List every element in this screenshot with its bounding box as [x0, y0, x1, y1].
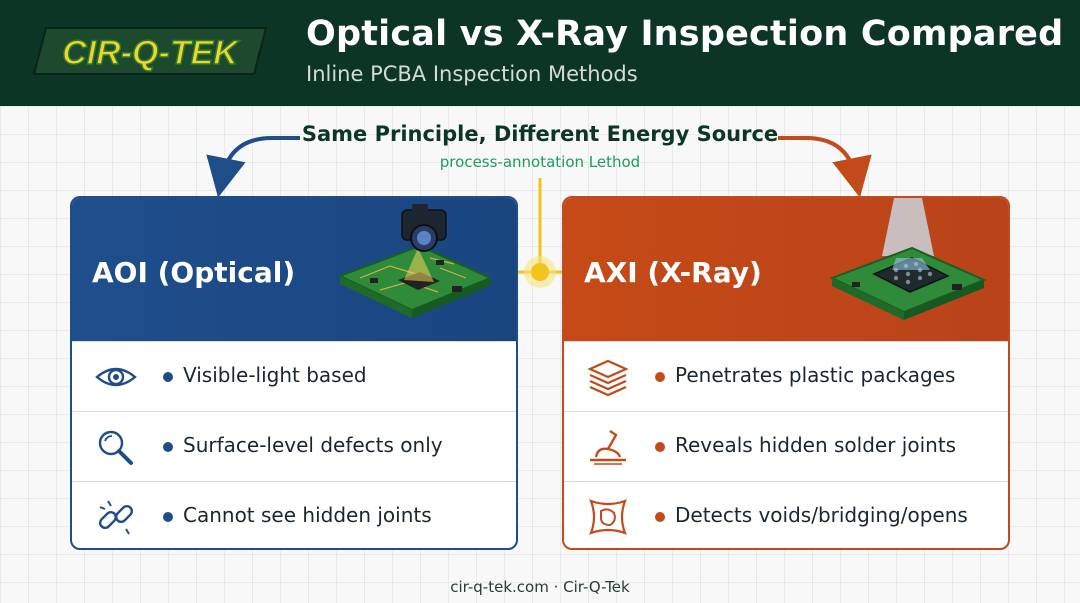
bullet-dot: [163, 372, 173, 382]
aoi-panel-header: AOI (Optical): [72, 198, 516, 341]
eye-icon: [95, 367, 137, 387]
aoi-panel-title: AOI (Optical): [92, 256, 296, 289]
axi-item-text: Penetrates plastic packages: [675, 363, 956, 387]
page-subtitle: Inline PCBA Inspection Methods: [306, 62, 638, 86]
axi-panel-header: AXI (X-Ray): [564, 198, 1008, 341]
aoi-row-3: Cannot see hidden joints: [72, 481, 516, 548]
footer-credit: cir-q-tek.com · Cir-Q-Tek: [450, 578, 630, 596]
aoi-item-text: Surface-level defects only: [183, 433, 443, 457]
aoi-panel: AOI (Optical) Visible-light based: [70, 196, 518, 550]
header-banner: CIR-Q-TEK Optical vs X-Ray Inspection Co…: [0, 0, 1080, 106]
pcb-camera-illustration: [337, 204, 493, 318]
svg-text:CIR-Q-TEK: CIR-Q-TEK: [62, 34, 240, 72]
solder-joint-icon: [590, 430, 626, 465]
aoi-row-1: Visible-light based: [72, 341, 516, 411]
bullet-dot: [655, 442, 665, 452]
bullet-dot: [655, 512, 665, 522]
process-annotation: process-annotation Lethod: [439, 153, 641, 171]
bullet-dot: [163, 442, 173, 452]
aoi-item-text: Cannot see hidden joints: [183, 503, 432, 527]
aoi-item-text: Visible-light based: [183, 363, 367, 387]
broken-link-icon: [98, 500, 134, 535]
pcb-xray-illustration: [829, 198, 987, 320]
axi-item-text: Reveals hidden solder joints: [675, 433, 957, 457]
principle-heading: Same Principle, Different Energy Source: [301, 122, 779, 146]
page-title: Optical vs X-Ray Inspection Compared: [306, 14, 1064, 54]
void-defect-icon: [589, 499, 627, 535]
axi-row-1: Penetrates plastic packages: [564, 341, 1008, 411]
axi-panel: AXI (X-Ray) Penetrates plastic packages: [562, 196, 1010, 550]
axi-panel-title: AXI (X-Ray): [584, 256, 762, 289]
bullet-dot: [655, 372, 665, 382]
axi-row-3: Detects voids/bridging/opens: [564, 481, 1008, 548]
magnifier-icon: [98, 430, 133, 465]
axi-item-text: Detects voids/bridging/opens: [675, 503, 968, 527]
axi-row-2: Reveals hidden solder joints: [564, 411, 1008, 481]
bullet-dot: [163, 512, 173, 522]
cir-q-tek-logo: CIR-Q-TEK: [32, 27, 268, 75]
layers-icon: [587, 359, 629, 397]
aoi-row-2: Surface-level defects only: [72, 411, 516, 481]
